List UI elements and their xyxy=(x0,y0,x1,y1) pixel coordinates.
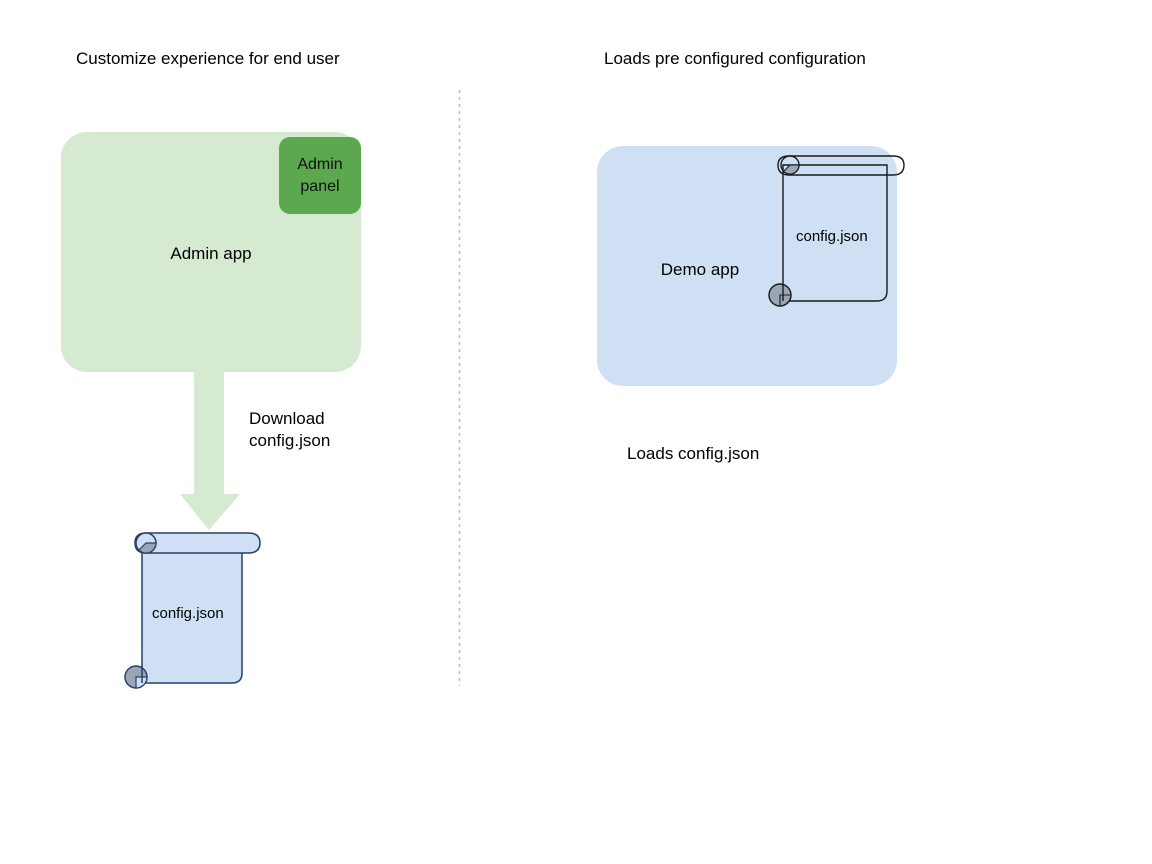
download-arrow-icon xyxy=(180,368,240,530)
config-json-label-left: config.json xyxy=(152,605,224,622)
right-column-title: Loads pre configured configuration xyxy=(604,49,866,68)
loads-config-caption: Loads config.json xyxy=(627,444,760,463)
download-arrow-label: Download config.json xyxy=(249,409,331,450)
demo-app-box[interactable] xyxy=(597,146,897,386)
admin-panel-label: Admin panel xyxy=(297,155,343,195)
admin-panel-box[interactable]: Admin panel xyxy=(279,137,361,214)
column-divider xyxy=(458,90,461,686)
config-json-label-right: config.json xyxy=(796,228,868,245)
config-json-document-left[interactable] xyxy=(118,524,274,694)
admin-app-label: Admin app xyxy=(170,244,252,263)
left-column-title: Customize experience for end user xyxy=(76,49,340,68)
demo-app-label: Demo app xyxy=(660,260,740,279)
config-json-document-right[interactable] xyxy=(765,150,911,312)
